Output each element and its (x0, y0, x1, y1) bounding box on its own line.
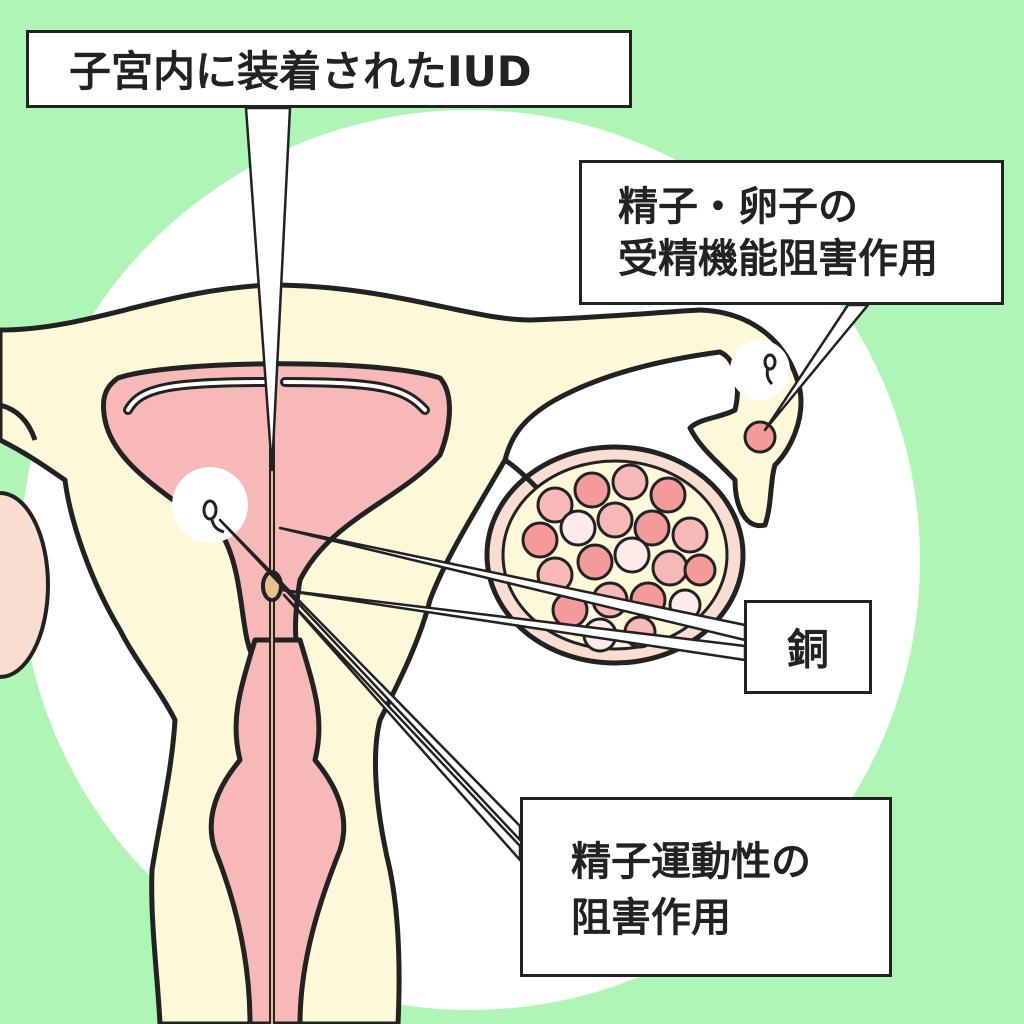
follicle (613, 536, 651, 574)
label-copper: 銅 (744, 600, 872, 694)
sperm-tail (210, 519, 225, 534)
tube-glow (730, 340, 790, 400)
left-ovary (0, 491, 50, 679)
label-motility-line2: 阻害作用 (571, 895, 731, 941)
endometrium-right-inner (283, 380, 427, 412)
follicle (671, 516, 709, 554)
follicle (633, 509, 671, 547)
uterine-cavity (101, 361, 452, 663)
label-fertilization-line2: 受精機能阻害作用 (618, 236, 938, 282)
follicle (521, 521, 559, 559)
cervical-canal (208, 637, 347, 1024)
left-tube (0, 402, 38, 441)
follicle (683, 553, 717, 587)
endometrium-left-inner (126, 380, 267, 412)
follicle (536, 486, 574, 524)
follicle (573, 471, 611, 509)
follicle (651, 549, 689, 587)
label-motility-inhibition: 精子運動性の 阻害作用 (520, 797, 892, 977)
tube-sperm-tail (765, 367, 774, 386)
label-copper-text: 銅 (786, 625, 829, 674)
follicle (559, 509, 597, 547)
follicle (576, 543, 614, 581)
sperm-head (202, 499, 218, 521)
label-motility-line1: 精子運動性の (571, 839, 811, 885)
label-fertilization-inhibition: 精子・卵子の 受精機能阻害作用 (579, 160, 1004, 305)
pointer-iud (244, 106, 292, 472)
follicle (611, 463, 649, 501)
follicle (649, 476, 687, 514)
egg (743, 420, 777, 454)
follicle (596, 501, 634, 539)
pointer-fertilization (763, 303, 870, 432)
tube-sperm-head (763, 353, 777, 371)
label-iud-text: 子宮内に装着されたIUD (69, 47, 532, 96)
label-iud: 子宮内に装着されたIUD (26, 30, 632, 108)
label-fertilization-line1: 精子・卵子の (618, 184, 858, 230)
